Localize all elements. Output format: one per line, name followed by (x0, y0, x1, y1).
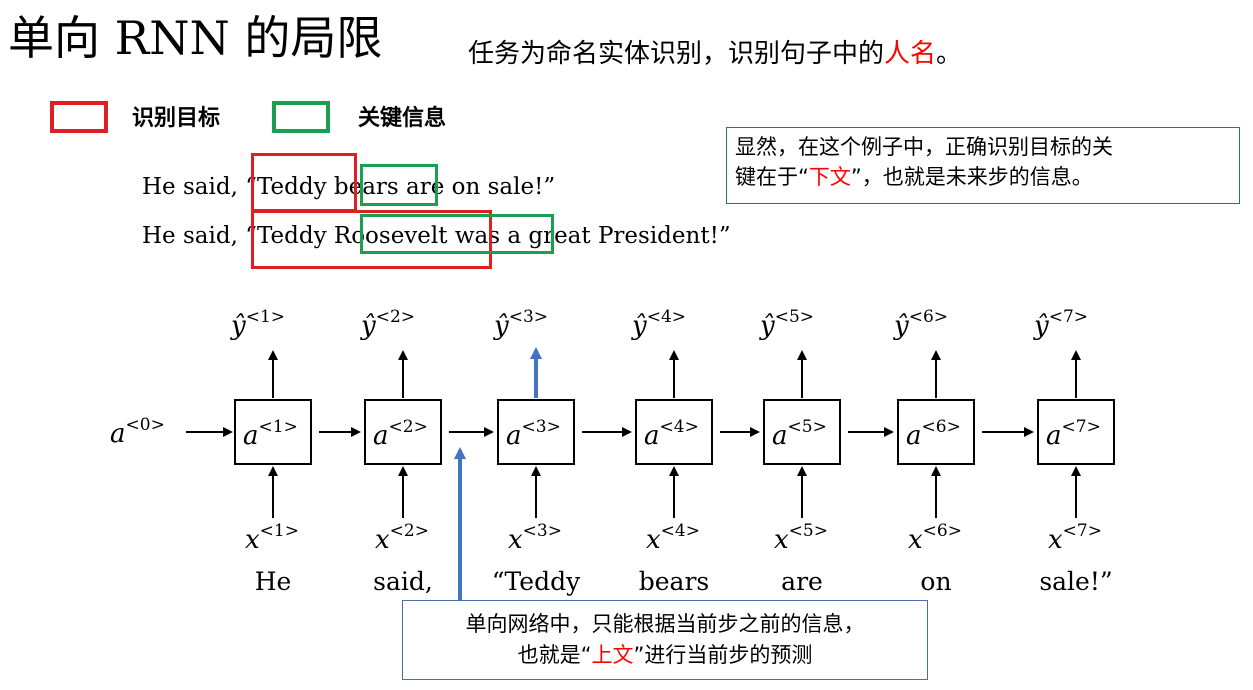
yhat-label-1: ŷ<1> (230, 307, 285, 341)
word-3: “Teddy (492, 567, 581, 596)
cell-label-1: a<1> (243, 417, 298, 451)
word-1: He (255, 567, 292, 596)
rnn-cell-1 (234, 399, 312, 465)
note-bottom-line2: 也就是“上文”进行当前步的预测 (409, 640, 921, 671)
note-bottom-highlight: 上文 (591, 643, 634, 667)
yhat-label-2: ŷ<2> (360, 307, 415, 341)
subtitle-prefix: 任务为命名实体识别，识别句子中的 (468, 39, 885, 69)
x-label-1: x<1> (245, 521, 299, 555)
word-7: sale!” (1039, 567, 1112, 596)
x-label-4: x<4> (646, 521, 700, 555)
note-right-highlight: 下文 (808, 165, 851, 189)
x-label-6: x<6> (908, 521, 962, 555)
note-right-line2: 键在于“下文”，也就是未来步的信息。 (735, 162, 1231, 192)
rnn-cell-7 (1037, 399, 1115, 465)
legend-red-box (50, 101, 108, 133)
cell-label-7: a<7> (1046, 417, 1101, 451)
cell-label-4: a<4> (644, 417, 699, 451)
legend-label-key: 关键信息 (358, 106, 447, 131)
target-box-teddy-1 (251, 153, 357, 212)
note-bottom-line1: 单向网络中，只能根据当前步之前的信息， (465, 612, 865, 636)
rnn-cell-2 (364, 399, 442, 465)
note-bottom-prefix: 也就是“ (517, 643, 592, 667)
x-label-5: x<5> (774, 521, 828, 555)
note-right-prefix: 键在于“ (735, 165, 809, 189)
page-subtitle: 任务为命名实体识别，识别句子中的人名。 (468, 36, 962, 72)
legend-label-target: 识别目标 (132, 106, 221, 131)
page-title: 单向 RNN 的局限 (8, 11, 383, 65)
subtitle-highlight: 人名 (884, 39, 937, 69)
word-2: said, (373, 567, 433, 596)
rnn-cell-4 (635, 399, 713, 465)
yhat-label-4: ŷ<4> (631, 307, 686, 341)
note-right-suffix: ”，也就是未来步的信息。 (850, 165, 1093, 189)
sentence-1: He said, “Teddy bears are on sale!” (142, 174, 556, 200)
subtitle-suffix: 。 (936, 39, 963, 69)
rnn-cell-3 (497, 399, 575, 465)
word-5: are (781, 567, 823, 596)
note-right: 显然，在这个例子中，正确识别目标的关 键在于“下文”，也就是未来步的信息。 (726, 127, 1240, 204)
legend-green-box (272, 101, 330, 133)
target-box-teddy-roosevelt (251, 210, 492, 269)
rnn-cell-6 (897, 399, 975, 465)
cell-label-5: a<5> (772, 417, 827, 451)
x-label-7: x<7> (1048, 521, 1102, 555)
note-right-line1: 显然，在这个例子中，正确识别目标的关 (735, 135, 1113, 159)
note-bottom: 单向网络中，只能根据当前步之前的信息， 也就是“上文”进行当前步的预测 (402, 600, 928, 680)
word-6: on (920, 567, 951, 596)
cell-label-6: a<6> (906, 417, 961, 451)
word-4: bears (639, 567, 709, 596)
key-box-bears (360, 164, 438, 206)
rnn-diagram: a<0> a<1> ŷ<1> x<1> He a<2> ŷ<2> x<2> said, a<3>… (110, 307, 1115, 600)
yhat-label-5: ŷ<5> (759, 307, 814, 341)
x-label-3: x<3> (508, 521, 562, 555)
cell-label-3: a<3> (506, 417, 561, 451)
yhat-label-6: ŷ<6> (893, 307, 948, 341)
x-label-2: x<2> (375, 521, 429, 555)
sentence-2: He said, “Teddy Roosevelt was a great Pr… (142, 223, 731, 249)
yhat-label-3: ŷ<3> (493, 307, 548, 341)
key-box-roosevelt-was (360, 214, 554, 254)
yhat-label-7: ŷ<7> (1033, 307, 1088, 341)
a0-label: a<0> (110, 415, 165, 449)
note-bottom-suffix: ”进行当前步的预测 (633, 643, 813, 667)
rnn-cell-5 (763, 399, 841, 465)
cell-label-2: a<2> (373, 417, 428, 451)
